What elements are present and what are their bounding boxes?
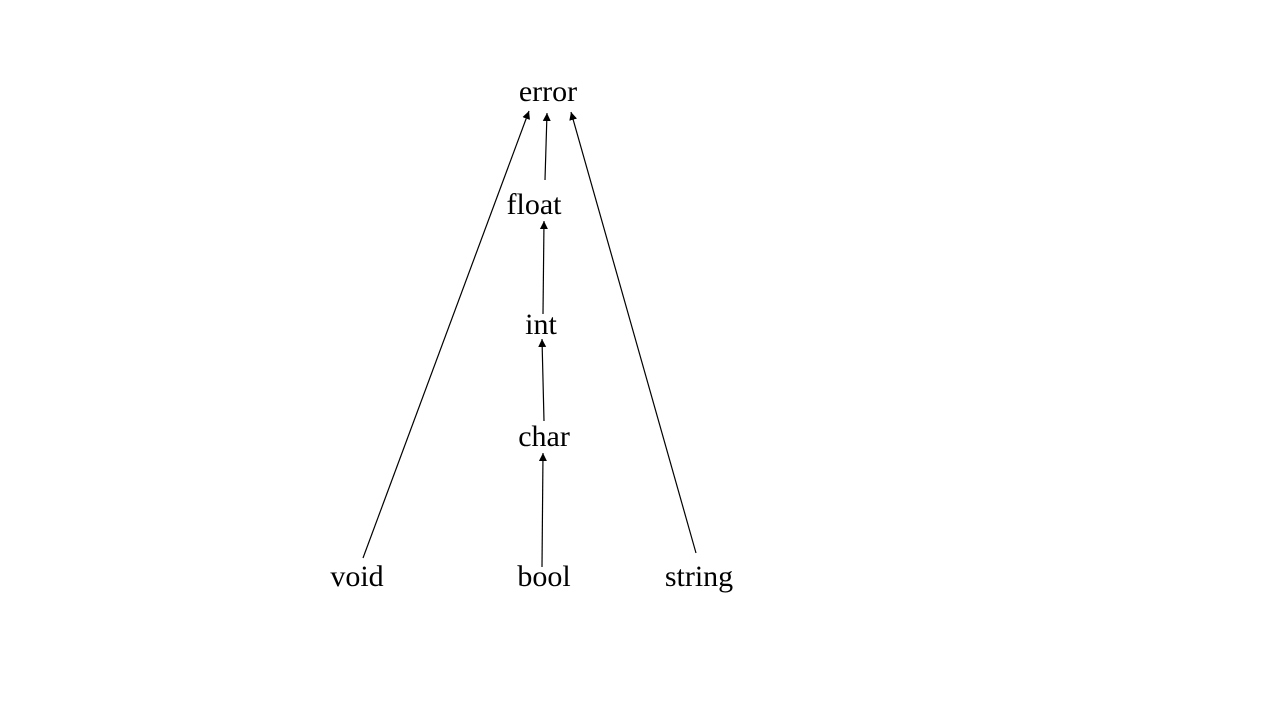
edge-float-to-error — [542, 112, 551, 181]
edge-int-to-float — [539, 220, 548, 315]
edge-char-to-int — [538, 338, 547, 422]
edge-bool-to-char — [538, 452, 547, 568]
node-error: error — [518, 75, 578, 108]
edge-string-to-error — [569, 111, 697, 554]
node-string: string — [664, 560, 734, 593]
node-int: int — [525, 308, 557, 341]
node-bool: bool — [517, 560, 571, 593]
edge-void-to-error — [362, 110, 530, 559]
node-char: char — [518, 420, 570, 453]
node-float: float — [506, 188, 562, 221]
node-void: void — [330, 560, 384, 593]
